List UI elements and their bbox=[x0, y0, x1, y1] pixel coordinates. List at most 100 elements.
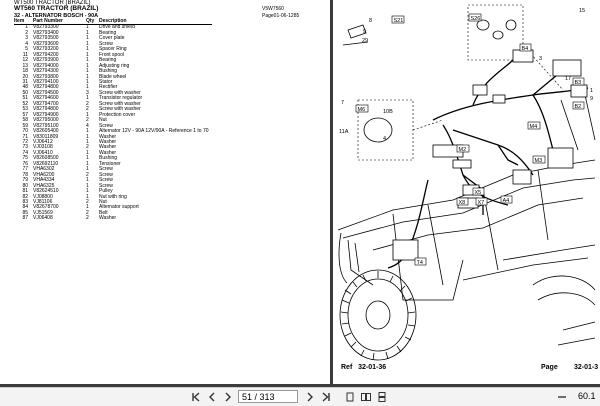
cell-qty: 2 bbox=[86, 171, 89, 178]
fit-page-button[interactable] bbox=[343, 390, 357, 404]
header-qty: Qty bbox=[86, 18, 99, 26]
cell-qty: 1 bbox=[86, 62, 89, 69]
cell-description: Alternator 12V - 90A 12V/90A - Reference… bbox=[99, 128, 209, 135]
cell-qty: 1 bbox=[86, 160, 89, 167]
cell-qty: 1 bbox=[86, 78, 89, 85]
chevron-right-icon bbox=[225, 392, 231, 402]
cell-qty: 2 bbox=[86, 100, 89, 107]
cell-description: Pulley bbox=[99, 188, 113, 195]
cell-description: Blade wheel bbox=[99, 73, 127, 80]
cell-part-number: VJ81106 bbox=[33, 198, 53, 205]
cell-part-number: V82793300 bbox=[33, 24, 59, 31]
table-row: 18 V82794300 1 Bushing bbox=[14, 68, 212, 75]
label-b2: B2 bbox=[575, 104, 582, 110]
cell-qty: 1 bbox=[86, 68, 89, 75]
cell-description: Screw bbox=[99, 177, 113, 184]
cell-description: Cover plate bbox=[99, 35, 125, 42]
previous-page-button[interactable] bbox=[205, 390, 219, 404]
label-17: 17 bbox=[565, 76, 571, 82]
scroll-mode-button[interactable] bbox=[375, 390, 389, 404]
cell-qty: 1 bbox=[86, 57, 89, 64]
cell-part-number: V82793600 bbox=[33, 40, 59, 47]
label-m2: M2 bbox=[459, 147, 467, 153]
cell-description: Front spool bbox=[99, 51, 125, 58]
cell-qty: 1 bbox=[86, 177, 89, 184]
cell-part-number: VJ06410 bbox=[33, 149, 53, 156]
zoom-out-icon bbox=[558, 396, 566, 398]
cell-description: Alternator support bbox=[99, 204, 139, 211]
label-m6: M6 bbox=[358, 107, 366, 113]
cell-part-number: V82794800 bbox=[33, 84, 59, 91]
cell-part-number: VJ03108 bbox=[33, 144, 53, 151]
zoom-out-button[interactable] bbox=[555, 390, 569, 404]
cell-description: Washer bbox=[99, 144, 117, 151]
cell-qty: 1 bbox=[86, 188, 89, 195]
cell-qty: 2 bbox=[86, 209, 89, 216]
cell-description: Screw bbox=[99, 166, 113, 173]
label-s26: S26 bbox=[471, 16, 481, 22]
cell-item: 11 bbox=[22, 51, 28, 58]
cell-description: Washer bbox=[99, 149, 117, 156]
cell-description: Rectifier bbox=[99, 84, 118, 91]
cell-qty: 1 bbox=[86, 24, 89, 31]
cell-part-number: VHA4334 bbox=[33, 177, 55, 184]
cell-part-number: V82793800 bbox=[33, 73, 59, 80]
next-page-button-2[interactable] bbox=[303, 390, 317, 404]
zoom-level[interactable]: 60.1 bbox=[578, 391, 596, 401]
tractor-wiring-diagram: S21 S26 B4 B2 B3 M6 M2 M4 M3 X5 bbox=[337, 4, 596, 361]
cell-item: 13 bbox=[22, 62, 28, 69]
cell-part-number: V83011809 bbox=[33, 133, 59, 140]
label-x8: X8 bbox=[459, 200, 466, 206]
cell-part-number: V82794200 bbox=[33, 51, 59, 58]
first-page-button[interactable] bbox=[189, 390, 203, 404]
label-7: 7 bbox=[341, 100, 344, 106]
cell-item: 20 bbox=[22, 73, 28, 80]
cell-part-number: V82794100 bbox=[33, 78, 59, 85]
cell-part-number: V82795100 bbox=[33, 122, 59, 129]
cell-qty: 1 bbox=[86, 193, 89, 200]
next-page-button[interactable] bbox=[221, 390, 235, 404]
cell-qty: 1 bbox=[86, 155, 89, 162]
header-part-number: Part Number bbox=[33, 18, 86, 26]
cell-description: Nut with ring bbox=[99, 193, 127, 200]
cell-item: 84 bbox=[22, 204, 28, 211]
cell-item: 57 bbox=[22, 111, 28, 118]
cell-qty: 2 bbox=[86, 215, 89, 222]
cell-part-number: V82794900 bbox=[33, 111, 59, 118]
cell-description: Screw with washer bbox=[99, 89, 141, 96]
label-4: 4 bbox=[383, 136, 386, 142]
cell-description: Adjusting ring bbox=[99, 62, 130, 69]
cell-item: 59 bbox=[22, 122, 28, 129]
cell-part-number: VHA6302 bbox=[33, 166, 55, 173]
cell-description: Spacer Ring bbox=[99, 46, 127, 53]
cell-part-number: V82794300 bbox=[33, 68, 59, 75]
cell-description: Bushing bbox=[99, 68, 118, 75]
cell-part-number: V82794800 bbox=[33, 106, 59, 113]
cell-part-number: V82692110 bbox=[33, 160, 59, 167]
last-page-icon bbox=[322, 392, 330, 402]
chevron-left-icon bbox=[209, 392, 215, 402]
cell-item: 18 bbox=[22, 68, 28, 75]
cell-item: 83 bbox=[22, 198, 28, 205]
cell-part-number: VJ51569 bbox=[33, 209, 53, 216]
two-page-button[interactable] bbox=[359, 390, 373, 404]
cell-qty: 1 bbox=[86, 182, 89, 189]
first-page-icon bbox=[192, 392, 200, 402]
last-page-button[interactable] bbox=[319, 390, 333, 404]
label-10b: 10B bbox=[383, 109, 393, 115]
cell-item: 52 bbox=[22, 100, 28, 107]
label-t4: T4 bbox=[417, 260, 423, 266]
cell-qty: 1 bbox=[86, 111, 89, 118]
page-number-input[interactable]: 51 / 313 bbox=[238, 390, 298, 403]
label-b4: B4 bbox=[522, 46, 529, 52]
